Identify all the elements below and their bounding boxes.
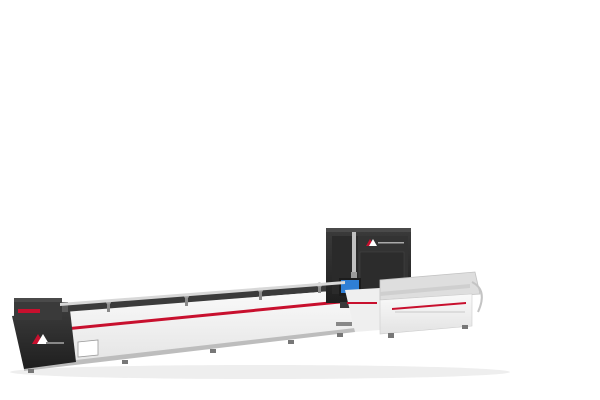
cabinet-label-strip [378,242,404,244]
front-bed-body [345,288,380,332]
bed-top-rail [20,283,345,316]
cabinet-brand-logo-icon [366,239,377,246]
unloading-support-arm [471,281,483,313]
rear-chuck-knob [62,302,68,312]
access-panel [77,339,99,358]
left-label-plate [46,342,64,344]
front-bed-label [336,322,352,326]
unloading-table-red [392,302,466,310]
unloading-table-body [379,293,473,335]
tube-stock [60,281,345,306]
machine-feet [28,333,343,373]
cutting-head-nozzle [351,272,357,280]
cutting-head [352,232,356,272]
unloading-table-foot-right [462,325,468,329]
bed-red-stripe [70,300,345,330]
rear-chuck-red [18,309,40,313]
rear-chuck-top [14,298,62,302]
bed-bottom-edge [24,328,355,371]
front-bed-red [347,302,377,304]
unloading-table-slot [395,311,465,313]
unloading-table-foot-left [388,333,394,338]
ground-shadow [10,365,510,379]
cutting-cabinet-top [326,228,411,232]
unloading-table-rail [380,284,470,296]
brand-logo-icon [32,334,49,344]
